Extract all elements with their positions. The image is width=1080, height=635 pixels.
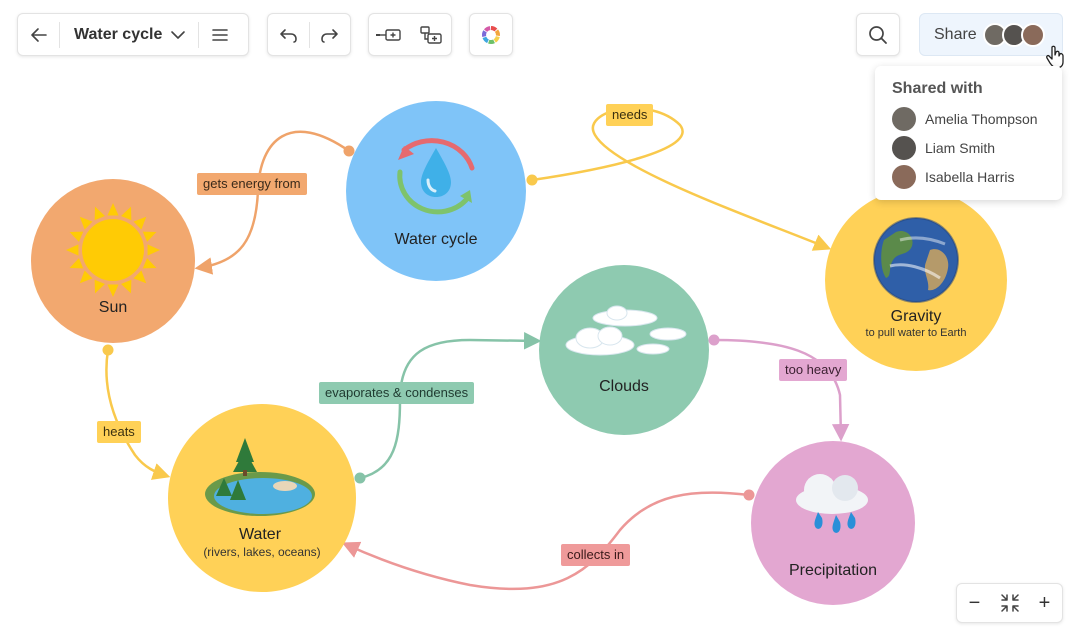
arrow-left-icon — [30, 27, 47, 42]
node-water-cycle[interactable] — [346, 101, 526, 281]
add-node-icon — [376, 28, 401, 41]
toolbar-main: Water cycle — [17, 13, 249, 56]
node-sun-title: Sun — [98, 299, 128, 316]
color-palette-icon — [481, 25, 500, 44]
undo-button[interactable] — [268, 14, 309, 55]
edge-label-collects-in[interactable]: collects in — [561, 544, 631, 566]
shared-user-row[interactable]: Liam Smith — [892, 133, 1062, 162]
back-button[interactable] — [18, 14, 59, 55]
toolbar-theme — [469, 13, 513, 56]
edge-too-heavy[interactable] — [708, 334, 850, 442]
search-icon — [868, 25, 887, 44]
node-precipitation-title: Precipitation — [788, 562, 878, 579]
lake-icon — [205, 438, 315, 516]
node-gravity-title: Gravity — [890, 308, 942, 325]
water-cycle-icon — [397, 138, 475, 215]
redo-icon — [320, 28, 338, 43]
edge-label-needs[interactable]: needs — [606, 104, 654, 126]
avatar — [892, 164, 916, 189]
shared-user-name: Isabella Harris — [925, 168, 1015, 185]
theme-button[interactable] — [470, 14, 511, 55]
node-water[interactable] — [168, 404, 356, 592]
map-title: Water cycle — [74, 25, 163, 43]
avatar — [892, 106, 916, 131]
chevron-down-icon — [171, 30, 186, 39]
shared-user-row[interactable]: Isabella Harris — [892, 162, 1062, 191]
shared-user-name: Amelia Thompson — [925, 110, 1038, 127]
edge-label-gets-energy-from[interactable]: gets energy from — [197, 173, 307, 195]
shared-user-row[interactable]: Amelia Thompson — [892, 104, 1062, 133]
edge-label-heats[interactable]: heats — [97, 421, 141, 443]
clouds-icon — [565, 305, 687, 356]
avatar — [1020, 22, 1045, 47]
toolbar-separator — [59, 21, 60, 48]
node-sun[interactable] — [31, 179, 195, 343]
shared-avatars — [982, 22, 1045, 47]
edge-collects-in[interactable] — [341, 489, 755, 591]
map-title-dropdown[interactable]: Water cycle — [60, 14, 198, 55]
undo-icon — [280, 28, 298, 43]
edge-label-too-heavy[interactable]: too heavy — [779, 359, 848, 381]
share-label: Share — [934, 25, 977, 43]
zoom-controls: − + — [956, 583, 1063, 623]
toolbar-history — [267, 13, 351, 56]
zoom-in-button[interactable]: + — [1038, 591, 1051, 614]
node-clouds-title: Clouds — [599, 378, 649, 395]
hamburger-menu-icon — [212, 28, 228, 41]
search-button[interactable] — [857, 14, 898, 55]
toolbar-insert — [368, 13, 452, 56]
shared-user-name: Liam Smith — [925, 139, 996, 156]
redo-button[interactable] — [309, 14, 350, 55]
fit-screen-button[interactable] — [993, 584, 1027, 622]
node-water-title: Water — [238, 526, 282, 543]
toolbar-separator — [198, 21, 200, 48]
fit-screen-icon — [1000, 594, 1019, 612]
node-gravity-subtitle: to pull water to Earth — [865, 327, 967, 339]
edge-label-evaporates-condenses[interactable]: evaporates & condenses — [319, 382, 475, 404]
rain-cloud-icon — [796, 474, 868, 533]
node-clouds[interactable] — [539, 265, 709, 435]
add-node-button[interactable] — [369, 14, 410, 55]
shared-with-popup: Shared with Amelia Thompson Liam Smith I… — [875, 66, 1062, 200]
popup-title: Shared with — [892, 80, 983, 97]
node-precipitation[interactable] — [751, 441, 915, 605]
earth-icon — [873, 217, 959, 303]
avatar — [892, 135, 916, 160]
edge-heats[interactable] — [102, 344, 171, 480]
sun-icon — [66, 203, 160, 297]
zoom-out-button[interactable]: − — [968, 591, 981, 614]
hand-pointer-icon — [1046, 45, 1064, 69]
add-child-button[interactable] — [410, 14, 451, 55]
node-water-cycle-title: Water cycle — [394, 231, 478, 248]
menu-button[interactable] — [199, 14, 240, 55]
toolbar-search — [856, 13, 900, 56]
share-button[interactable]: Share — [919, 13, 1063, 56]
node-water-subtitle: (rivers, lakes, oceans) — [203, 545, 321, 559]
node-gravity[interactable] — [825, 189, 1007, 371]
add-child-icon — [420, 25, 442, 44]
toolbar-separator — [308, 21, 310, 48]
